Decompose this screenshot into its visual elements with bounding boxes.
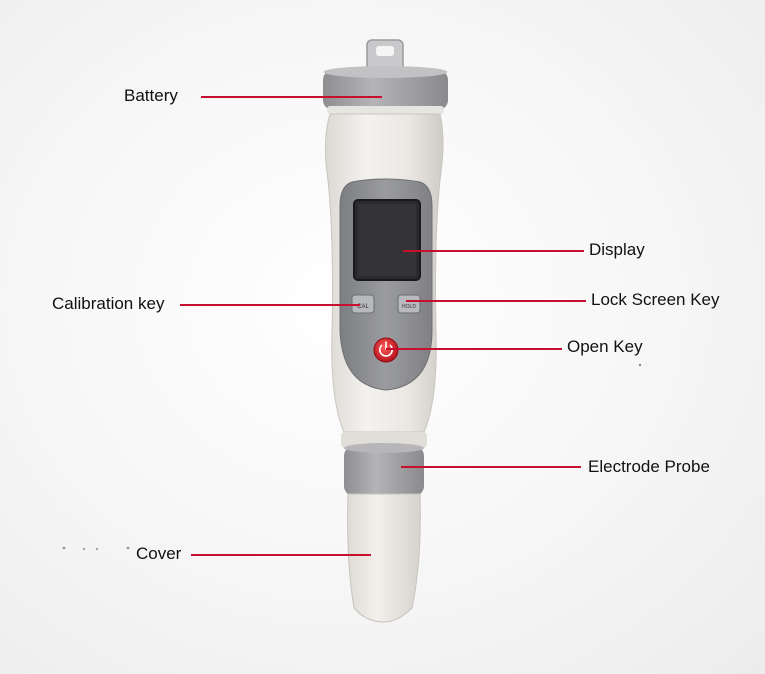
callout-electrode-probe-line: [401, 466, 581, 468]
callout-calibration-key-line: [180, 304, 360, 306]
hold-key-label: HOLD: [402, 304, 416, 310]
battery-cap: [323, 66, 448, 114]
callout-display-line: [403, 250, 584, 252]
callout-open-key-line: [386, 348, 562, 350]
callout-lock-screen-key-line: [406, 300, 586, 302]
electrode-probe: [341, 432, 427, 496]
callout-calibration-key-label: Calibration key: [52, 294, 165, 313]
callout-cover-label: Cover: [136, 544, 182, 563]
protective-cover: [347, 493, 421, 623]
callout-battery-label: Battery: [124, 86, 178, 105]
callout-electrode-probe-label: Electrode Probe: [588, 457, 710, 476]
open-key[interactable]: [373, 337, 399, 363]
callout-cover-line: [191, 554, 371, 556]
callout-open-key-label: Open Key: [567, 337, 643, 356]
lanyard-tab: [366, 39, 404, 71]
lock-screen-key[interactable]: HOLD: [397, 294, 421, 314]
callout-battery-line: [201, 96, 382, 98]
callout-display-label: Display: [589, 240, 645, 259]
cal-key-label: CAL: [357, 304, 369, 310]
background-specks: [62, 363, 642, 551]
callout-lock-screen-key-label: Lock Screen Key: [591, 290, 720, 309]
